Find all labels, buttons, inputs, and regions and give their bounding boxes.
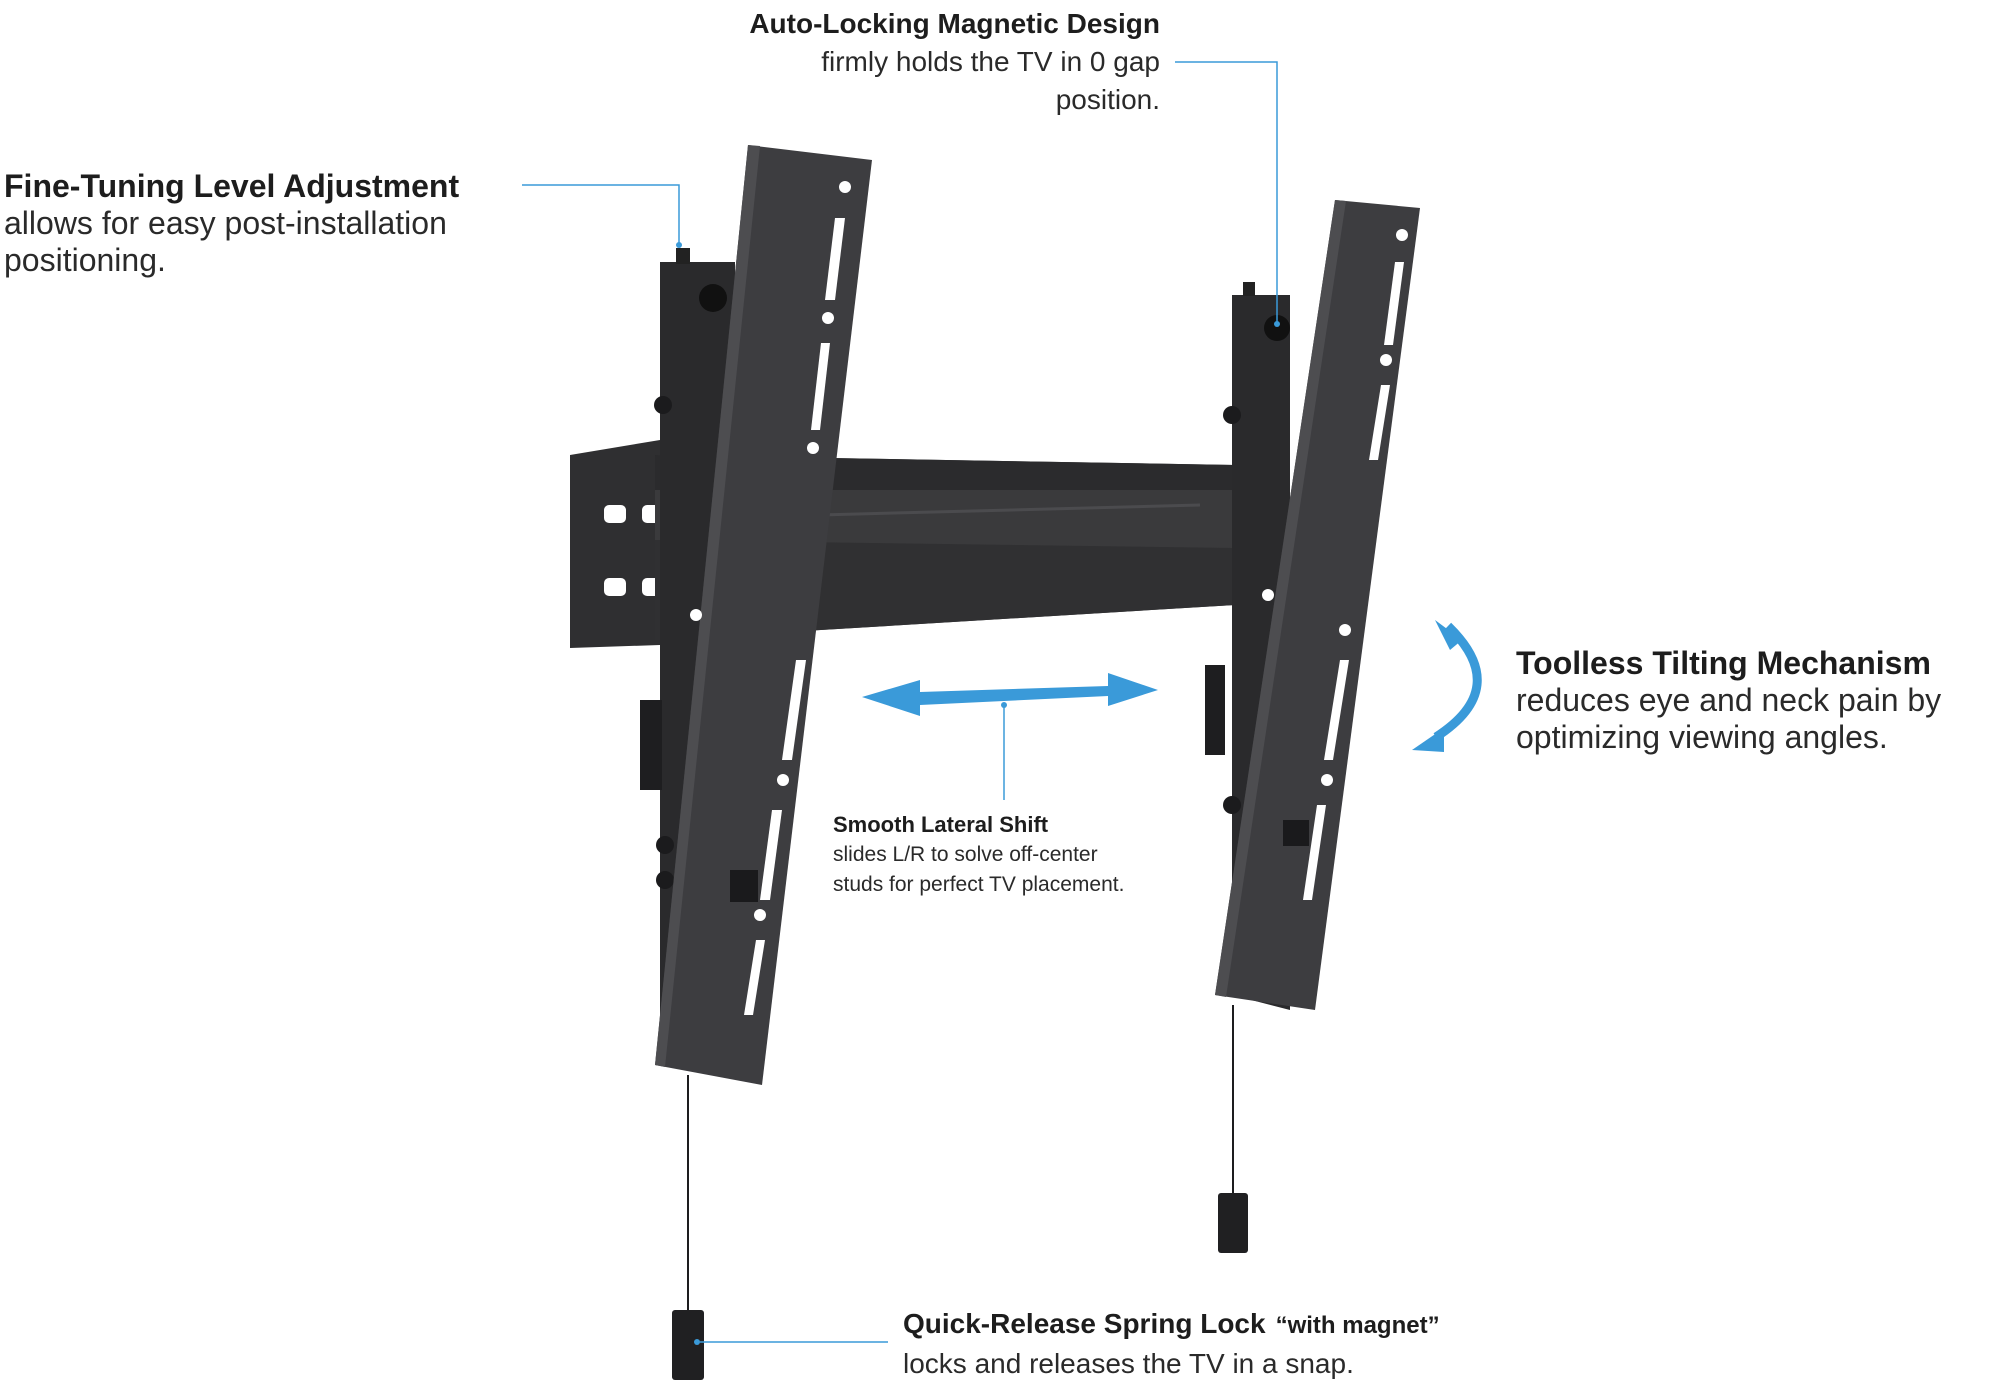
- pull-cords: [672, 1005, 1248, 1380]
- wall-plate: [570, 440, 664, 648]
- magnetic-design-callout: Auto-Locking Magnetic Design firmly hold…: [590, 5, 1160, 119]
- tilt-arrow: [1412, 620, 1482, 752]
- spring-lock-callout: Quick-Release Spring Lock “with magnet” l…: [903, 1305, 1623, 1383]
- tilting-mechanism-title: Toolless Tilting Mechanism: [1516, 645, 1931, 681]
- magnetic-design-title: Auto-Locking Magnetic Design: [749, 8, 1160, 39]
- lateral-shift-callout: Smooth Lateral Shift slides L/R to solve…: [833, 810, 1273, 900]
- level-adjustment-desc-line1: allows for easy post-installation: [4, 205, 447, 241]
- leader-dots: [676, 242, 1280, 1345]
- tilting-mechanism-callout: Toolless Tilting Mechanism reduces eye a…: [1516, 645, 2000, 756]
- magnetic-design-desc-line2: position.: [1055, 84, 1160, 115]
- level-adjustment-callout: Fine-Tuning Level Adjustment allows for …: [4, 168, 524, 279]
- spring-lock-note: “with magnet”: [1275, 1312, 1440, 1339]
- lateral-shift-arrow: [862, 673, 1158, 716]
- level-adjustment-desc-line2: positioning.: [4, 242, 166, 278]
- spring-lock-desc: locks and releases the TV in a snap.: [903, 1348, 1354, 1379]
- lateral-shift-title: Smooth Lateral Shift: [833, 812, 1049, 837]
- right-tv-arm: [1215, 200, 1420, 1010]
- lateral-shift-desc-line2: studs for perfect TV placement.: [833, 873, 1125, 896]
- spring-lock-title-row: Quick-Release Spring Lock “with magnet”: [903, 1305, 1623, 1345]
- lateral-shift-desc-line1: slides L/R to solve off-center: [833, 843, 1098, 866]
- magnetic-design-desc-line1: firmly holds the TV in 0 gap: [821, 46, 1160, 77]
- left-tv-arm: [655, 145, 872, 1085]
- tilting-mechanism-desc-line2: optimizing viewing angles.: [1516, 719, 1888, 755]
- level-adjustment-title: Fine-Tuning Level Adjustment: [4, 168, 460, 204]
- spring-lock-title: Quick-Release Spring Lock: [903, 1308, 1266, 1339]
- tilting-mechanism-desc-line1: reduces eye and neck pain by: [1516, 682, 1942, 718]
- leader-lines: [522, 61, 1278, 1343]
